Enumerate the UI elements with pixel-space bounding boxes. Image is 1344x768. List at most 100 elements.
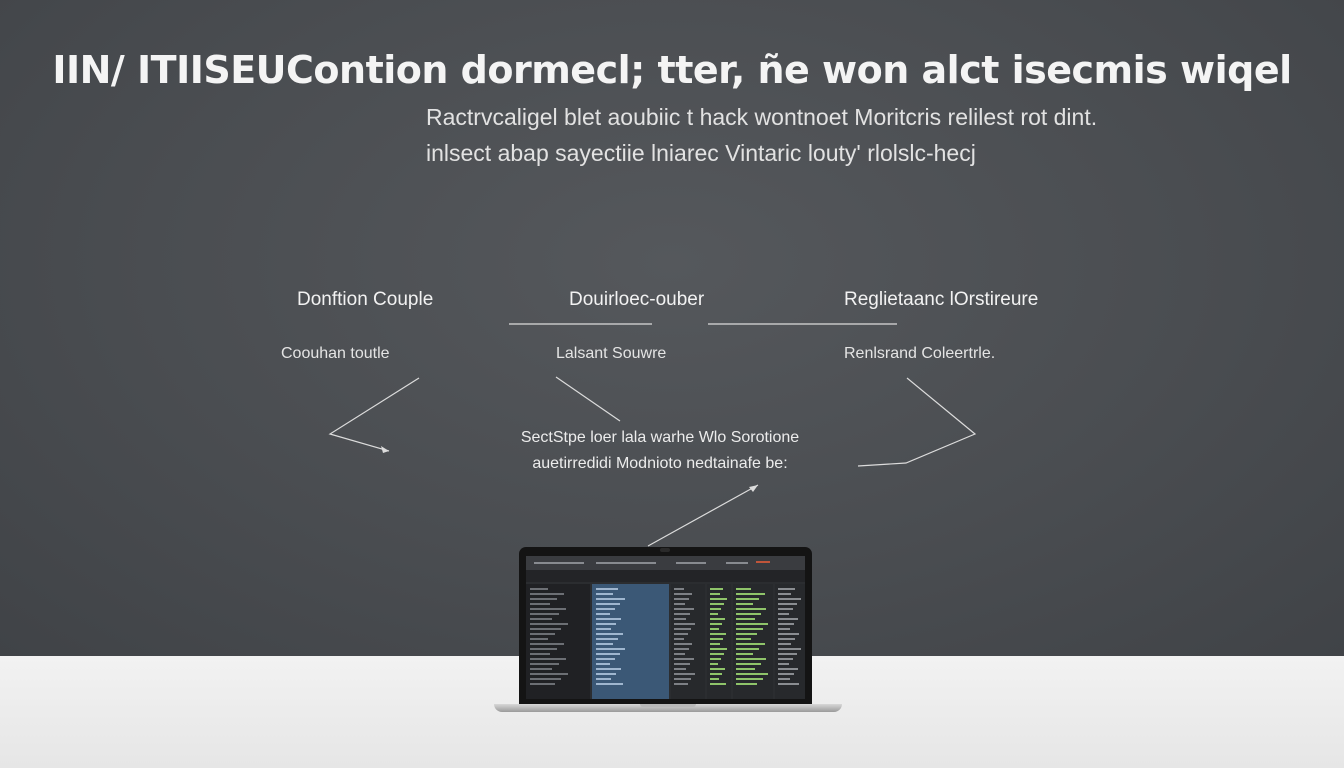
screen-bar bbox=[674, 673, 695, 675]
screen-bar bbox=[674, 628, 691, 630]
screen-bar bbox=[530, 653, 550, 655]
screen-bar bbox=[530, 603, 550, 605]
screen-bar bbox=[530, 678, 561, 680]
screen-bar bbox=[596, 613, 610, 615]
screen-bar bbox=[710, 668, 725, 670]
screen-bar bbox=[778, 613, 789, 615]
wall-background bbox=[0, 0, 1344, 656]
screen-bar bbox=[778, 633, 799, 635]
screen-bar bbox=[530, 613, 559, 615]
screen-toolbar-mark bbox=[596, 562, 656, 564]
screen-sidebar bbox=[526, 584, 590, 699]
screen-toolbar-mark bbox=[676, 562, 706, 564]
screen-bar bbox=[736, 648, 759, 650]
screen-bar bbox=[674, 658, 694, 660]
screen-bar bbox=[736, 603, 753, 605]
screen-bar bbox=[778, 643, 791, 645]
screen-bar bbox=[710, 618, 725, 620]
arrow-left bbox=[328, 377, 420, 452]
screen-bar bbox=[736, 658, 766, 660]
laptop-lip bbox=[640, 704, 696, 707]
screen-bar bbox=[530, 628, 561, 630]
screen-bar bbox=[778, 608, 793, 610]
screen-bar bbox=[778, 638, 795, 640]
center-note-line-2: auetirredidi Modnioto nedtainafe be: bbox=[532, 455, 788, 472]
screen-bar bbox=[596, 633, 623, 635]
screen-bar bbox=[596, 628, 611, 630]
screen-bar bbox=[530, 648, 557, 650]
screen-bar bbox=[530, 668, 552, 670]
screen-bar bbox=[530, 618, 552, 620]
screen-bar bbox=[736, 633, 757, 635]
screen-bar bbox=[778, 668, 798, 670]
screen-bar bbox=[596, 603, 620, 605]
screen-bar bbox=[674, 608, 694, 610]
screen-bar bbox=[736, 643, 765, 645]
screen-bar bbox=[530, 593, 564, 595]
screen-bar bbox=[530, 588, 548, 590]
screen-bar bbox=[674, 663, 690, 665]
screen-bar bbox=[778, 628, 790, 630]
screen-bar bbox=[736, 608, 766, 610]
screen-bar bbox=[736, 628, 763, 630]
screen-bar bbox=[778, 663, 789, 665]
screen-bar bbox=[736, 618, 755, 620]
screen-bar bbox=[778, 623, 794, 625]
screen-bar bbox=[596, 638, 618, 640]
screen-bar bbox=[710, 603, 724, 605]
screen-bar bbox=[778, 658, 793, 660]
screen-bar bbox=[736, 638, 751, 640]
screen-bar bbox=[778, 683, 799, 685]
screen-bar bbox=[674, 648, 689, 650]
screen-bar bbox=[596, 653, 620, 655]
screen-toolbar-mark bbox=[726, 562, 748, 564]
screen-bar bbox=[674, 638, 684, 640]
screen-bar bbox=[674, 603, 685, 605]
screen-tabbar bbox=[526, 570, 805, 582]
screen-bar bbox=[674, 643, 692, 645]
screen-bar bbox=[710, 638, 723, 640]
screen-bar bbox=[530, 598, 557, 600]
screen-column-1 bbox=[671, 584, 705, 699]
screen-bar bbox=[710, 673, 722, 675]
screen-bar bbox=[710, 658, 721, 660]
center-note-line-1: SectStpe loer lala warhe Wlo Sorotione bbox=[520, 429, 800, 446]
screen-bar bbox=[596, 643, 613, 645]
screen-bar bbox=[596, 658, 615, 660]
screen-bar bbox=[710, 623, 722, 625]
screen-bar bbox=[674, 598, 689, 600]
screen-bar bbox=[710, 598, 727, 600]
screen-bar bbox=[710, 683, 726, 685]
subtitle-line-2: inlsect abap sayectiie lniarec Vintaric … bbox=[426, 140, 976, 166]
screen-bar bbox=[674, 618, 686, 620]
screen-bar bbox=[596, 593, 613, 595]
screen-bar bbox=[778, 678, 790, 680]
screen-bar bbox=[530, 658, 566, 660]
screen-toolbar bbox=[526, 556, 805, 570]
laptop-camera bbox=[660, 548, 670, 552]
screen-bar bbox=[596, 623, 616, 625]
screen-bar bbox=[710, 653, 724, 655]
screen-bar bbox=[778, 588, 795, 590]
screen-column-2 bbox=[707, 584, 731, 699]
screen-bar bbox=[596, 678, 611, 680]
screen-bar bbox=[778, 673, 794, 675]
screen-bar bbox=[736, 613, 761, 615]
screen-bar bbox=[710, 648, 727, 650]
screen-toolbar-mark bbox=[756, 561, 770, 563]
screen-bar bbox=[596, 683, 623, 685]
laptop-icon bbox=[519, 547, 812, 704]
laptop-display bbox=[526, 556, 805, 699]
screen-bar bbox=[530, 633, 555, 635]
node-center-sub: Lalsant Souwre bbox=[556, 345, 667, 362]
screen-bar bbox=[530, 643, 564, 645]
node-left-title: Donftion Couple bbox=[297, 289, 434, 310]
screen-bar bbox=[736, 683, 757, 685]
screen-bar bbox=[596, 648, 625, 650]
screen-bar bbox=[736, 653, 753, 655]
screen-bar bbox=[530, 663, 559, 665]
screen-column-3 bbox=[733, 584, 773, 699]
screen-bar bbox=[736, 598, 759, 600]
node-center-title: Douirloec-ouber bbox=[569, 289, 705, 310]
screen-bar bbox=[736, 623, 768, 625]
